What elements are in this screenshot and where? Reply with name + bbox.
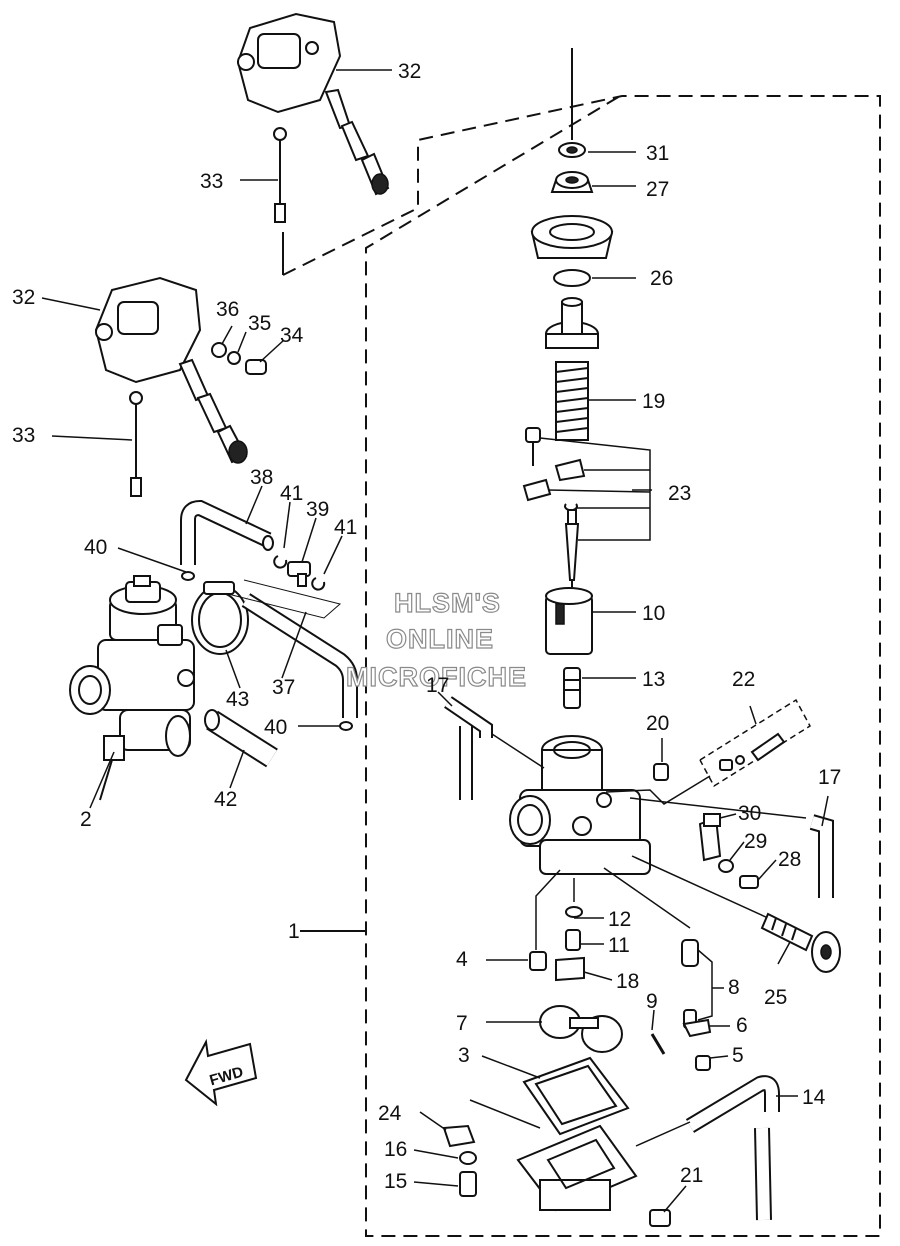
callout-33a: 33 [200, 170, 223, 193]
callout-4: 4 [456, 948, 468, 971]
washer-16 [459, 1151, 477, 1165]
fitting-39 [273, 555, 326, 591]
callout-43: 43 [226, 688, 249, 711]
callout-12: 12 [608, 908, 631, 931]
callout-22: 22 [732, 668, 755, 691]
callout-17b: 17 [818, 766, 841, 789]
callout-18: 18 [616, 970, 639, 993]
assembly-boundary [282, 95, 881, 1237]
callout-13: 13 [642, 668, 665, 691]
callout-14: 14 [802, 1086, 826, 1109]
callout-35: 35 [248, 312, 271, 335]
callout-38: 38 [250, 466, 273, 489]
hose-38 [180, 499, 274, 565]
throttle-housing-lower [94, 276, 248, 464]
callout-16: 16 [384, 1138, 407, 1161]
fwd-arrow-icon: FWD [184, 1038, 258, 1107]
callout-3: 3 [458, 1044, 470, 1067]
callout-1: 1 [288, 920, 300, 943]
callout-19: 19 [642, 390, 665, 413]
screw-15 [459, 1171, 477, 1197]
bracket-30 [698, 813, 722, 862]
callout-24: 24 [378, 1102, 402, 1125]
callout-42: 42 [214, 788, 237, 811]
callout-9: 9 [646, 990, 658, 1013]
watermark-line3: MICROFICHE [346, 662, 527, 692]
callout-2: 2 [80, 808, 92, 831]
hose-42 [204, 709, 278, 768]
carburetor-body [509, 735, 651, 875]
callout-11: 11 [608, 934, 630, 957]
callout-36: 36 [216, 298, 239, 321]
watermark: HLSM'S ONLINE MICROFICHE [345, 587, 527, 692]
callout-32a: 32 [398, 60, 421, 83]
carburetor-assembled [69, 575, 195, 801]
plate-6 [682, 1018, 712, 1038]
callout-27: 27 [646, 178, 669, 201]
throttle-stop-screw-25 [631, 855, 841, 973]
main-jet-11 [565, 929, 581, 951]
callout-28: 28 [778, 848, 801, 871]
callout-21: 21 [680, 1164, 703, 1187]
leader-23 [539, 437, 651, 541]
throttle-housing-upper [236, 12, 390, 196]
hose-17-right [629, 797, 834, 898]
washer-12 [565, 906, 583, 918]
callout-20: 20 [646, 712, 669, 735]
callout-15: 15 [384, 1170, 407, 1193]
callout-29: 29 [744, 830, 767, 853]
callout-6: 6 [736, 1014, 748, 1037]
plug-20 [653, 763, 669, 781]
callout-23: 23 [668, 482, 691, 505]
callout-31: 31 [646, 142, 669, 165]
callout-32b: 32 [12, 286, 35, 309]
throttle-cable-lower [129, 391, 143, 497]
callout-30: 30 [738, 802, 761, 825]
drain-hose-14 [635, 1075, 780, 1221]
float-7 [539, 1005, 623, 1053]
callout-25: 25 [764, 986, 787, 1009]
callout-41b: 41 [334, 516, 357, 539]
pilot-screw-set-22 [605, 698, 811, 805]
hose-clamp-43 [191, 581, 249, 655]
jet-set-8 [681, 939, 699, 1029]
callout-numbers: 1 2 3 4 5 6 7 8 9 10 11 12 13 14 15 16 1… [12, 60, 841, 1193]
pin-9 [650, 1033, 666, 1055]
holder-18 [555, 956, 585, 982]
gasket-3-inner [534, 1064, 618, 1126]
jet-4 [529, 951, 547, 971]
callout-leaders [41, 69, 829, 1213]
callout-7: 7 [456, 1012, 468, 1035]
callout-40b: 40 [264, 716, 287, 739]
gasket-3 [522, 1056, 630, 1136]
hose-17-left [444, 696, 545, 800]
screw-28 [739, 875, 759, 889]
watermark-line2: ONLINE [386, 624, 494, 654]
exploded-stack [522, 48, 614, 709]
callout-34: 34 [280, 324, 304, 347]
callout-10: 10 [642, 602, 665, 625]
callout-37: 37 [272, 676, 295, 699]
callout-33b: 33 [12, 424, 35, 447]
float-bowl [516, 1124, 638, 1212]
callout-26: 26 [650, 267, 673, 290]
washer-29 [718, 859, 734, 873]
callout-17a: 17 [426, 674, 449, 697]
screw-21 [649, 1209, 671, 1227]
band-40b [339, 721, 353, 731]
callout-5: 5 [732, 1044, 744, 1067]
bracket-24 [442, 1124, 476, 1148]
lower-leaders [535, 867, 691, 950]
plug-5 [695, 1055, 711, 1071]
vent-hose-37 [227, 579, 358, 718]
callout-8: 8 [728, 976, 740, 999]
screw-set-34-36 [211, 342, 267, 375]
throttle-cable-upper [273, 127, 287, 223]
watermark-line1: HLSM'S [394, 588, 501, 618]
callout-39: 39 [306, 498, 329, 521]
callout-40a: 40 [84, 536, 107, 559]
band-40a [181, 571, 195, 581]
callout-41a: 41 [280, 482, 303, 505]
